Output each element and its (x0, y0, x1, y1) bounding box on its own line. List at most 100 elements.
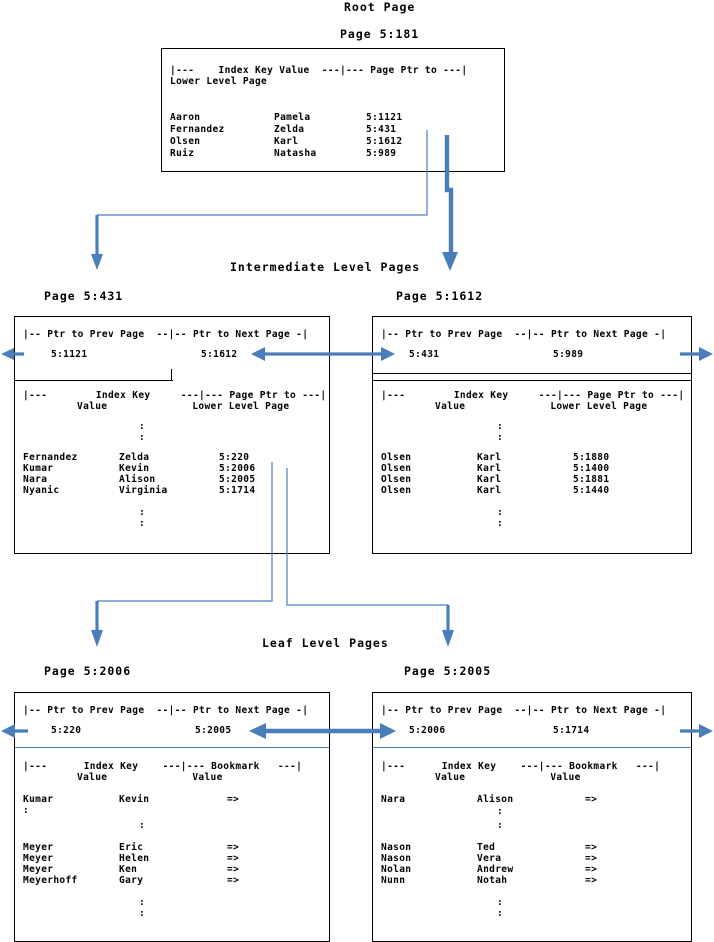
leaf-1-row-last-3: Nunn (381, 875, 406, 886)
leaf-0-index-header-2: Value Value (77, 772, 223, 783)
leaf-0-section-rule (15, 747, 329, 749)
inter-1-row-first-0: Karl (477, 452, 502, 463)
inter-0-row-last-2: Nara (23, 474, 48, 485)
inter-0-row-last-1: Kumar (23, 463, 54, 474)
leaf-0-prev-ptr: 5:220 (51, 725, 82, 736)
leaf-1-row-first-2: Andrew (477, 864, 514, 875)
table-row: Meyer (23, 853, 53, 864)
table-row: Olsen (381, 474, 411, 485)
leaf-1-first-row-last: Nara (381, 794, 406, 805)
leaf-0-row-last-3: Meyerhoff (23, 875, 78, 886)
inter-1-row-ptr-2: 5:1881 (573, 474, 610, 485)
leaf-1-row-bookmark-1: => (585, 853, 598, 864)
leaf-1-row-bookmark-0: => (585, 842, 598, 853)
table-row: Ruiz (170, 148, 194, 159)
root-row-first-3: Natasha (274, 148, 317, 159)
leaf-1-row-first-3: Notah (477, 875, 508, 886)
intermediate-page-title-0: Page 5:431 (44, 289, 124, 303)
inter-0-row-ptr-0: 5:220 (219, 452, 250, 463)
root-row-last-0: Aaron (170, 112, 201, 123)
leaf-0-ellipsis-a-0: : (23, 805, 30, 816)
leaf-0-row-bookmark-2: => (227, 864, 240, 875)
table-row: Meyer (23, 864, 53, 875)
leaf-1-row-last-0: Nason (381, 842, 412, 853)
inter-0-ellipsis-top-1: : (139, 432, 146, 443)
inter-0-row-last-0: Fernandez (23, 452, 78, 463)
inter-0-row-last-3: Nyanic (23, 485, 60, 496)
inter-0-row-first-0: Zelda (119, 452, 150, 463)
root-header-line2: Lower Level Page (170, 76, 268, 87)
inter-0-row-first-2: Alison (119, 474, 156, 485)
leaf-0-row-last-0: Meyer (23, 842, 54, 853)
leaf-1-row-last-2: Nolan (381, 864, 412, 875)
inter-1-ellipsis-top-1: : (497, 432, 504, 443)
table-row: Nyanic (23, 485, 59, 496)
leaf-page-title-1: Page 5:2005 (404, 664, 492, 678)
leaf-1-prev-ptr: 5:2006 (409, 725, 446, 736)
leaf-0-row-last-1: Meyer (23, 853, 54, 864)
intermediate-page-box-0: |-- Ptr to Prev Page --|-- Ptr to Next P… (14, 316, 330, 554)
inter-1-row-last-1: Olsen (381, 463, 412, 474)
inter-0-ptr-header: |-- Ptr to Prev Page --|-- Ptr to Next P… (23, 329, 309, 340)
leaf-0-ellipsis-a-1: : (139, 820, 146, 831)
table-row: Fernandez (170, 124, 225, 135)
table-row: Nason (381, 853, 411, 864)
inter-1-prev-ptr: 5:431 (409, 349, 440, 360)
root-row-ptr-1: 5:431 (366, 124, 397, 135)
leaf-1-first-row-bookmark: => (585, 794, 598, 805)
inter-1-row-first-3: Karl (477, 485, 502, 496)
inter-0-next-ptr: 5:1612 (201, 349, 238, 360)
leaf-0-next-ptr: 5:2005 (195, 725, 232, 736)
intermediate-level-label: Intermediate Level Pages (230, 260, 421, 274)
inter-1-row-ptr-1: 5:1400 (573, 463, 610, 474)
leaf-1-next-ptr: 5:1714 (553, 725, 590, 736)
leaf-1-row-bookmark-3: => (585, 875, 598, 886)
leaf-1-ellipsis-bottom-1: : (497, 908, 504, 919)
table-row: Meyer (23, 842, 53, 853)
intermediate-page-title-1: Page 5:1612 (396, 289, 484, 303)
root-page-box: |--- Index Key Value ---|--- Page Ptr to… (161, 48, 505, 172)
leaf-page-box-0: |-- Ptr to Prev Page --|-- Ptr to Next P… (14, 692, 330, 942)
inter-1-ellipsis-top-0: : (497, 421, 504, 432)
inter-0-ellipsis-bottom-1: : (139, 518, 146, 529)
root-page-title: Page 5:181 (340, 27, 420, 41)
inter-1-row-last-2: Olsen (381, 474, 412, 485)
root-level-label: Root Page (344, 0, 416, 14)
root-row-first-0: Pamela (274, 112, 311, 123)
leaf-1-index-header-2: Value Value (435, 772, 581, 783)
inter-1-index-header-2: Value Lower Level Page (435, 401, 648, 412)
inter-0-ellipsis-top-0: : (139, 421, 146, 432)
leaf-0-ellipsis-bottom-1: : (139, 908, 146, 919)
leaf-0-row-first-1: Helen (119, 853, 150, 864)
leaf-level-label: Leaf Level Pages (262, 636, 389, 650)
table-row: Kumar (23, 794, 53, 805)
root-row-ptr-0: 5:1121 (366, 112, 403, 123)
inter-0-section-rule (15, 380, 173, 382)
inter-1-row-first-2: Karl (477, 474, 502, 485)
root-row-last-1: Fernandez (170, 124, 225, 135)
leaf-1-row-first-0: Ted (477, 842, 496, 853)
inter-1-row-last-0: Olsen (381, 452, 412, 463)
table-row: Olsen (381, 463, 411, 474)
leaf-0-row-first-2: Ken (119, 864, 138, 875)
inter-1-section-rule-2 (373, 380, 691, 382)
inter-1-row-ptr-3: 5:1440 (573, 485, 610, 496)
leaf-0-ptr-header: |-- Ptr to Prev Page --|-- Ptr to Next P… (23, 705, 309, 716)
inter-1-ellipsis-bottom-1: : (497, 518, 504, 529)
root-row-last-3: Ruiz (170, 148, 195, 159)
leaf-1-ptr-header: |-- Ptr to Prev Page --|-- Ptr to Next P… (381, 705, 667, 716)
leaf-1-ellipsis-a-0: : (497, 806, 504, 817)
table-row: Olsen (381, 452, 411, 463)
leaf-1-section-rule (373, 747, 691, 749)
table-row: Nason (381, 842, 411, 853)
table-row: Olsen (381, 485, 411, 496)
leaf-0-row-first-3: Gary (119, 875, 144, 886)
inter-1-row-ptr-0: 5:1880 (573, 452, 610, 463)
root-row-ptr-3: 5:989 (366, 148, 397, 159)
leaf-0-row-bookmark-1: => (227, 853, 240, 864)
leaf-1-row-first-1: Vera (477, 853, 502, 864)
table-row: Nolan (381, 864, 411, 875)
root-row-first-1: Zelda (274, 124, 305, 135)
table-row: Nunn (381, 875, 405, 886)
inter-0-row-ptr-1: 5:2006 (219, 463, 256, 474)
